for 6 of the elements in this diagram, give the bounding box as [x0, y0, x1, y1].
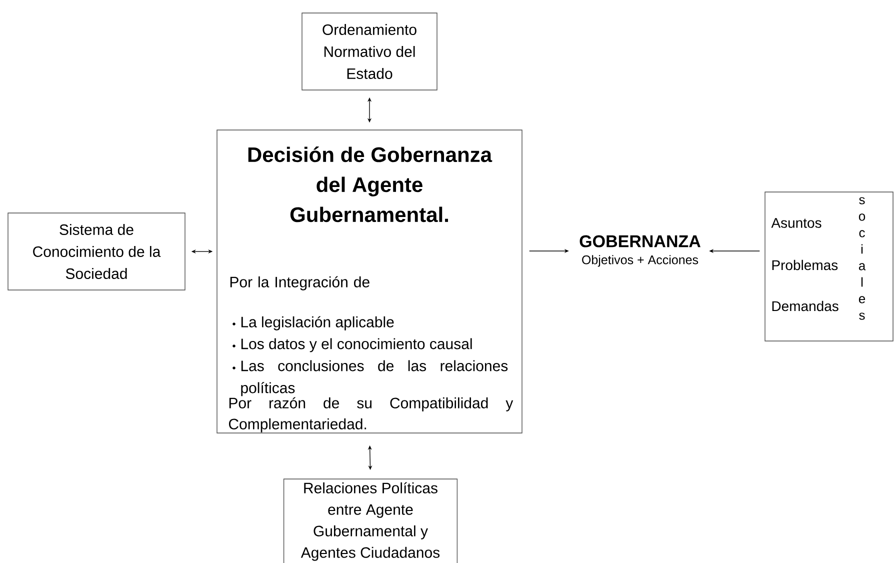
social-issues-box: Asuntos Problemas Demandas sociales [764, 192, 894, 342]
text-box: Relaciones Políticas entre Agente Gubernamental y Agentes Ciudadanos [283, 478, 458, 563]
governance-label: GOBERNANZA Objetivos + Acciones [580, 235, 700, 267]
text-box: Sistema de Conocimiento de la Sociedad [8, 212, 186, 290]
decision-box: Decisión de Gobernanza del Agente Gubernamental. Por la Integración de La legislación aplicable Los datos y el conocimiento causal Las conclusiones de las relaciones políticas Por razón de su Compatibilidad y Complementariedad. [216, 130, 522, 434]
text-box: Ordenamiento Normativo del Estado [302, 12, 438, 90]
